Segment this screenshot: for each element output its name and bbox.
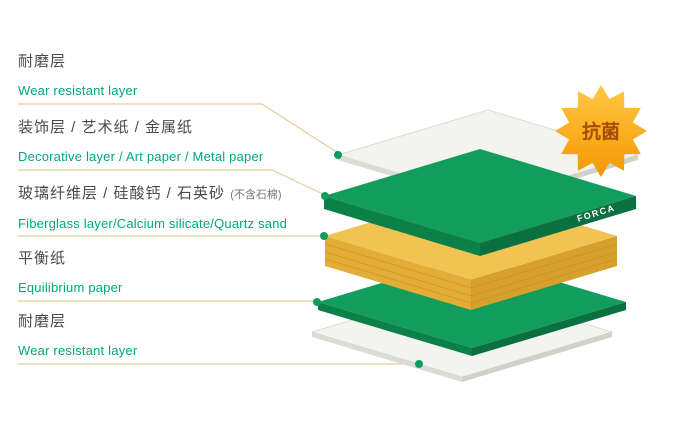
label-zh-wear-top: 耐磨层 bbox=[18, 53, 67, 70]
label-en-core: Fiberglass layer/Calcium silicate/Quartz… bbox=[18, 216, 288, 231]
label-zh-core: 玻璃纤维层 / 硅酸钙 / 石英砂 (不含石棉) bbox=[18, 184, 348, 205]
layer-equilibrium-side-left bbox=[318, 302, 472, 356]
layer-core-side-right bbox=[471, 236, 617, 310]
badge-label: 抗菌 bbox=[582, 120, 620, 143]
label-block-wear-top: 耐磨层 Wear resistant layer bbox=[18, 52, 348, 98]
label-block-decorative: 装饰层 / 艺术纸 / 金属纸 Decorative layer / Art p… bbox=[18, 118, 348, 164]
label-block-wear-bottom: 耐磨层 Wear resistant layer bbox=[18, 312, 348, 358]
layer-decorative-side-left bbox=[324, 196, 480, 256]
leader-dot-equilibrium bbox=[313, 298, 321, 306]
label-zh-core-note: (不含石棉) bbox=[230, 189, 282, 201]
layer-core-side-left bbox=[325, 236, 471, 310]
leader-dot-decorative bbox=[321, 192, 329, 200]
layer-wear-bottom-side-right bbox=[462, 332, 612, 382]
starburst-icon bbox=[555, 85, 647, 177]
label-en-decorative: Decorative layer / Art paper / Metal pap… bbox=[18, 149, 264, 164]
leader-dot-wear-top bbox=[334, 151, 342, 159]
layer-wear-bottom-side-left bbox=[312, 332, 462, 382]
layer-decorative-side-right bbox=[480, 196, 636, 256]
leader-line-wear-top bbox=[18, 103, 339, 154]
label-block-core: 玻璃纤维层 / 硅酸钙 / 石英砂 (不含石棉) Fiberglass laye… bbox=[18, 184, 348, 231]
leader-dot-wear-bottom bbox=[415, 360, 423, 368]
label-zh-wear-bottom: 耐磨层 bbox=[18, 313, 67, 330]
badge-antibacterial: 抗菌 bbox=[555, 85, 647, 177]
layer-equilibrium-side-right bbox=[472, 302, 626, 356]
leader-line-decorative bbox=[18, 169, 324, 195]
label-zh-core-main: 玻璃纤维层 / 硅酸钙 / 石英砂 bbox=[18, 185, 226, 202]
label-zh-decorative: 装饰层 / 艺术纸 / 金属纸 bbox=[18, 119, 194, 136]
label-en-equilibrium: Equilibrium paper bbox=[18, 280, 123, 295]
label-block-equilibrium: 平衡纸 Equilibrium paper bbox=[18, 249, 348, 295]
label-zh-equilibrium: 平衡纸 bbox=[18, 250, 67, 267]
layer-decorative: FORCA bbox=[324, 149, 636, 256]
label-en-wear-bottom: Wear resistant layer bbox=[18, 343, 138, 358]
leader-lines bbox=[18, 103, 416, 365]
core-striations bbox=[324, 243, 618, 304]
leader-dot-core bbox=[320, 232, 328, 240]
label-en-wear-top: Wear resistant layer bbox=[18, 83, 138, 98]
leader-dots bbox=[313, 151, 423, 368]
